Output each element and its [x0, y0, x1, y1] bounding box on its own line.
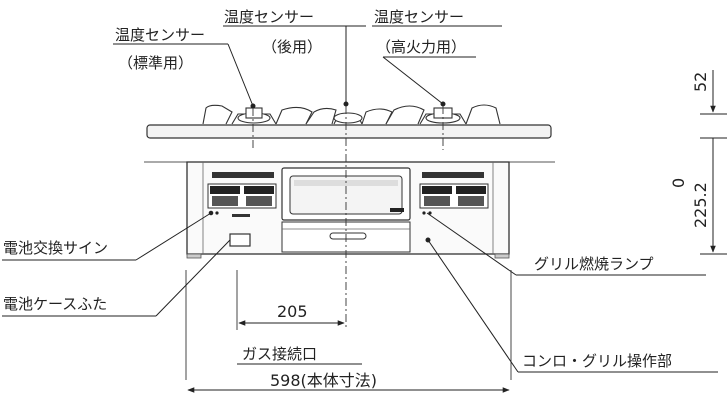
trivet-right: [385, 104, 501, 125]
dim-0-label: 0: [669, 178, 688, 188]
centerlines: [252, 106, 444, 330]
dim-598-label: 598(本体寸法): [270, 371, 377, 390]
sensor-standard-sub: （標準用）: [118, 54, 193, 72]
battery-sign-label: 電池交換サイン: [3, 239, 108, 257]
control-panel-label: コンロ・グリル操作部: [522, 352, 672, 370]
cooktop-plate: [144, 124, 555, 163]
gas-connection-label: ガス接続口: [242, 345, 317, 363]
battery-cover: [229, 233, 251, 247]
dim-225-label: 225.2: [691, 182, 710, 228]
side-leaders: [2, 210, 718, 373]
sensor-high-sub: （高火力用）: [376, 38, 466, 56]
right-control-panel: [419, 172, 489, 215]
dim-205-label: 205: [277, 302, 308, 321]
dim-52-label: 52: [691, 72, 710, 92]
sensor-rear-label: 温度センサー: [224, 8, 314, 26]
trivet-left: [202, 104, 313, 125]
trivet-center: [305, 107, 393, 125]
sensor-standard-label: 温度センサー: [115, 26, 205, 44]
left-control-panel: [207, 172, 277, 217]
dim-vertical: [700, 70, 727, 255]
sensor-high-label: 温度センサー: [374, 8, 464, 26]
sensor-leaders: [113, 25, 502, 109]
sensor-rear-sub: （後用）: [262, 38, 322, 56]
grill-lamp-label: グリル燃焼ランプ: [534, 255, 654, 273]
battery-cover-label: 電池ケースふた: [3, 295, 107, 313]
